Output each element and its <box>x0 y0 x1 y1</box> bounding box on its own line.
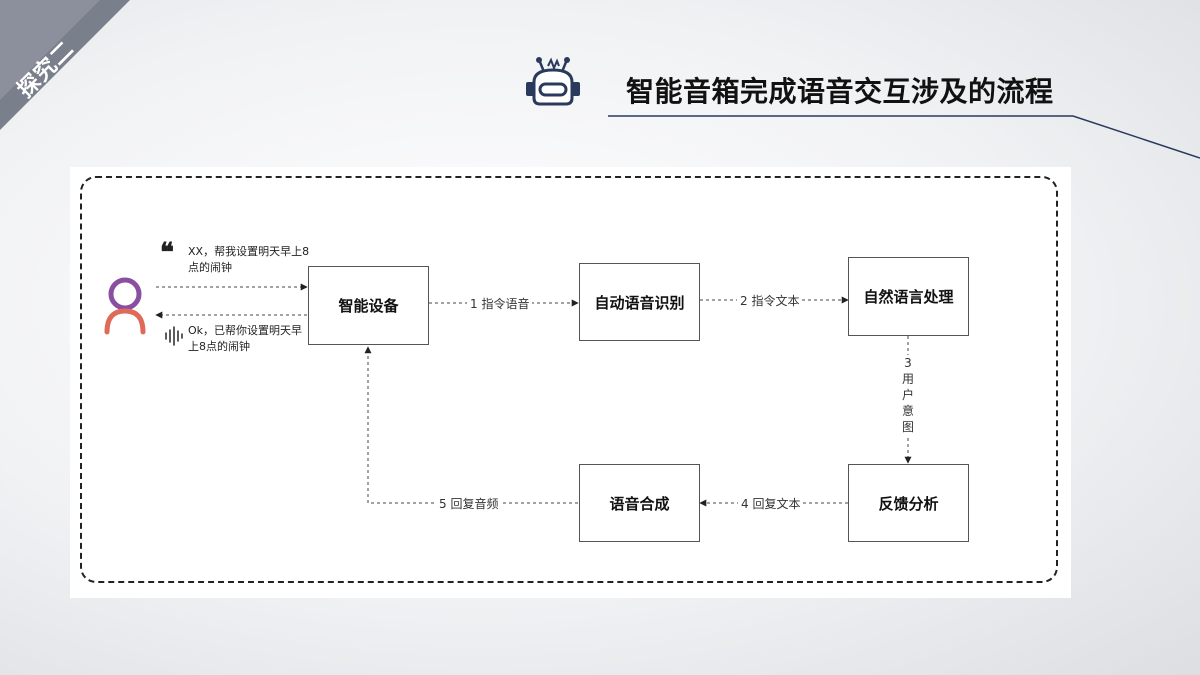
node-smart-device: 智能设备 <box>308 266 429 345</box>
device-reply-text: Ok，已帮你设置明天早上8点的闹钟 <box>188 324 303 353</box>
corner-ribbon: 探究二 <box>0 0 130 130</box>
node-tts: 语音合成 <box>579 464 700 542</box>
user-request-text: XX，帮我设置明天早上8点的闹钟 <box>188 245 310 274</box>
edge-5 <box>364 346 578 504</box>
corner-triangle <box>0 0 130 130</box>
node-feedback: 反馈分析 <box>848 464 969 542</box>
edge-label-2: 2 指令文本 <box>737 292 803 309</box>
sound-wave-icon <box>165 326 183 346</box>
robot-icon <box>526 57 580 106</box>
edge-label-3: 3用户意图 <box>901 355 915 435</box>
quote-icon: ❝ <box>160 238 174 268</box>
edge-label-4: 4 回复文本 <box>738 495 804 512</box>
avatar-head <box>108 277 142 311</box>
diagram-card: 智能设备 自动语音识别 自然语言处理 反馈分析 语音合成 1 指令语音 2 指令… <box>70 167 1071 598</box>
edge-label-5: 5 回复音频 <box>436 495 502 512</box>
edge-label-1: 1 指令语音 <box>467 295 533 312</box>
avatar-body <box>104 308 146 335</box>
node-nlp: 自然语言处理 <box>848 257 969 336</box>
page-title: 智能音箱完成语音交互涉及的流程 <box>626 75 1054 108</box>
diagram-frame <box>80 176 1058 583</box>
node-asr: 自动语音识别 <box>579 263 700 341</box>
